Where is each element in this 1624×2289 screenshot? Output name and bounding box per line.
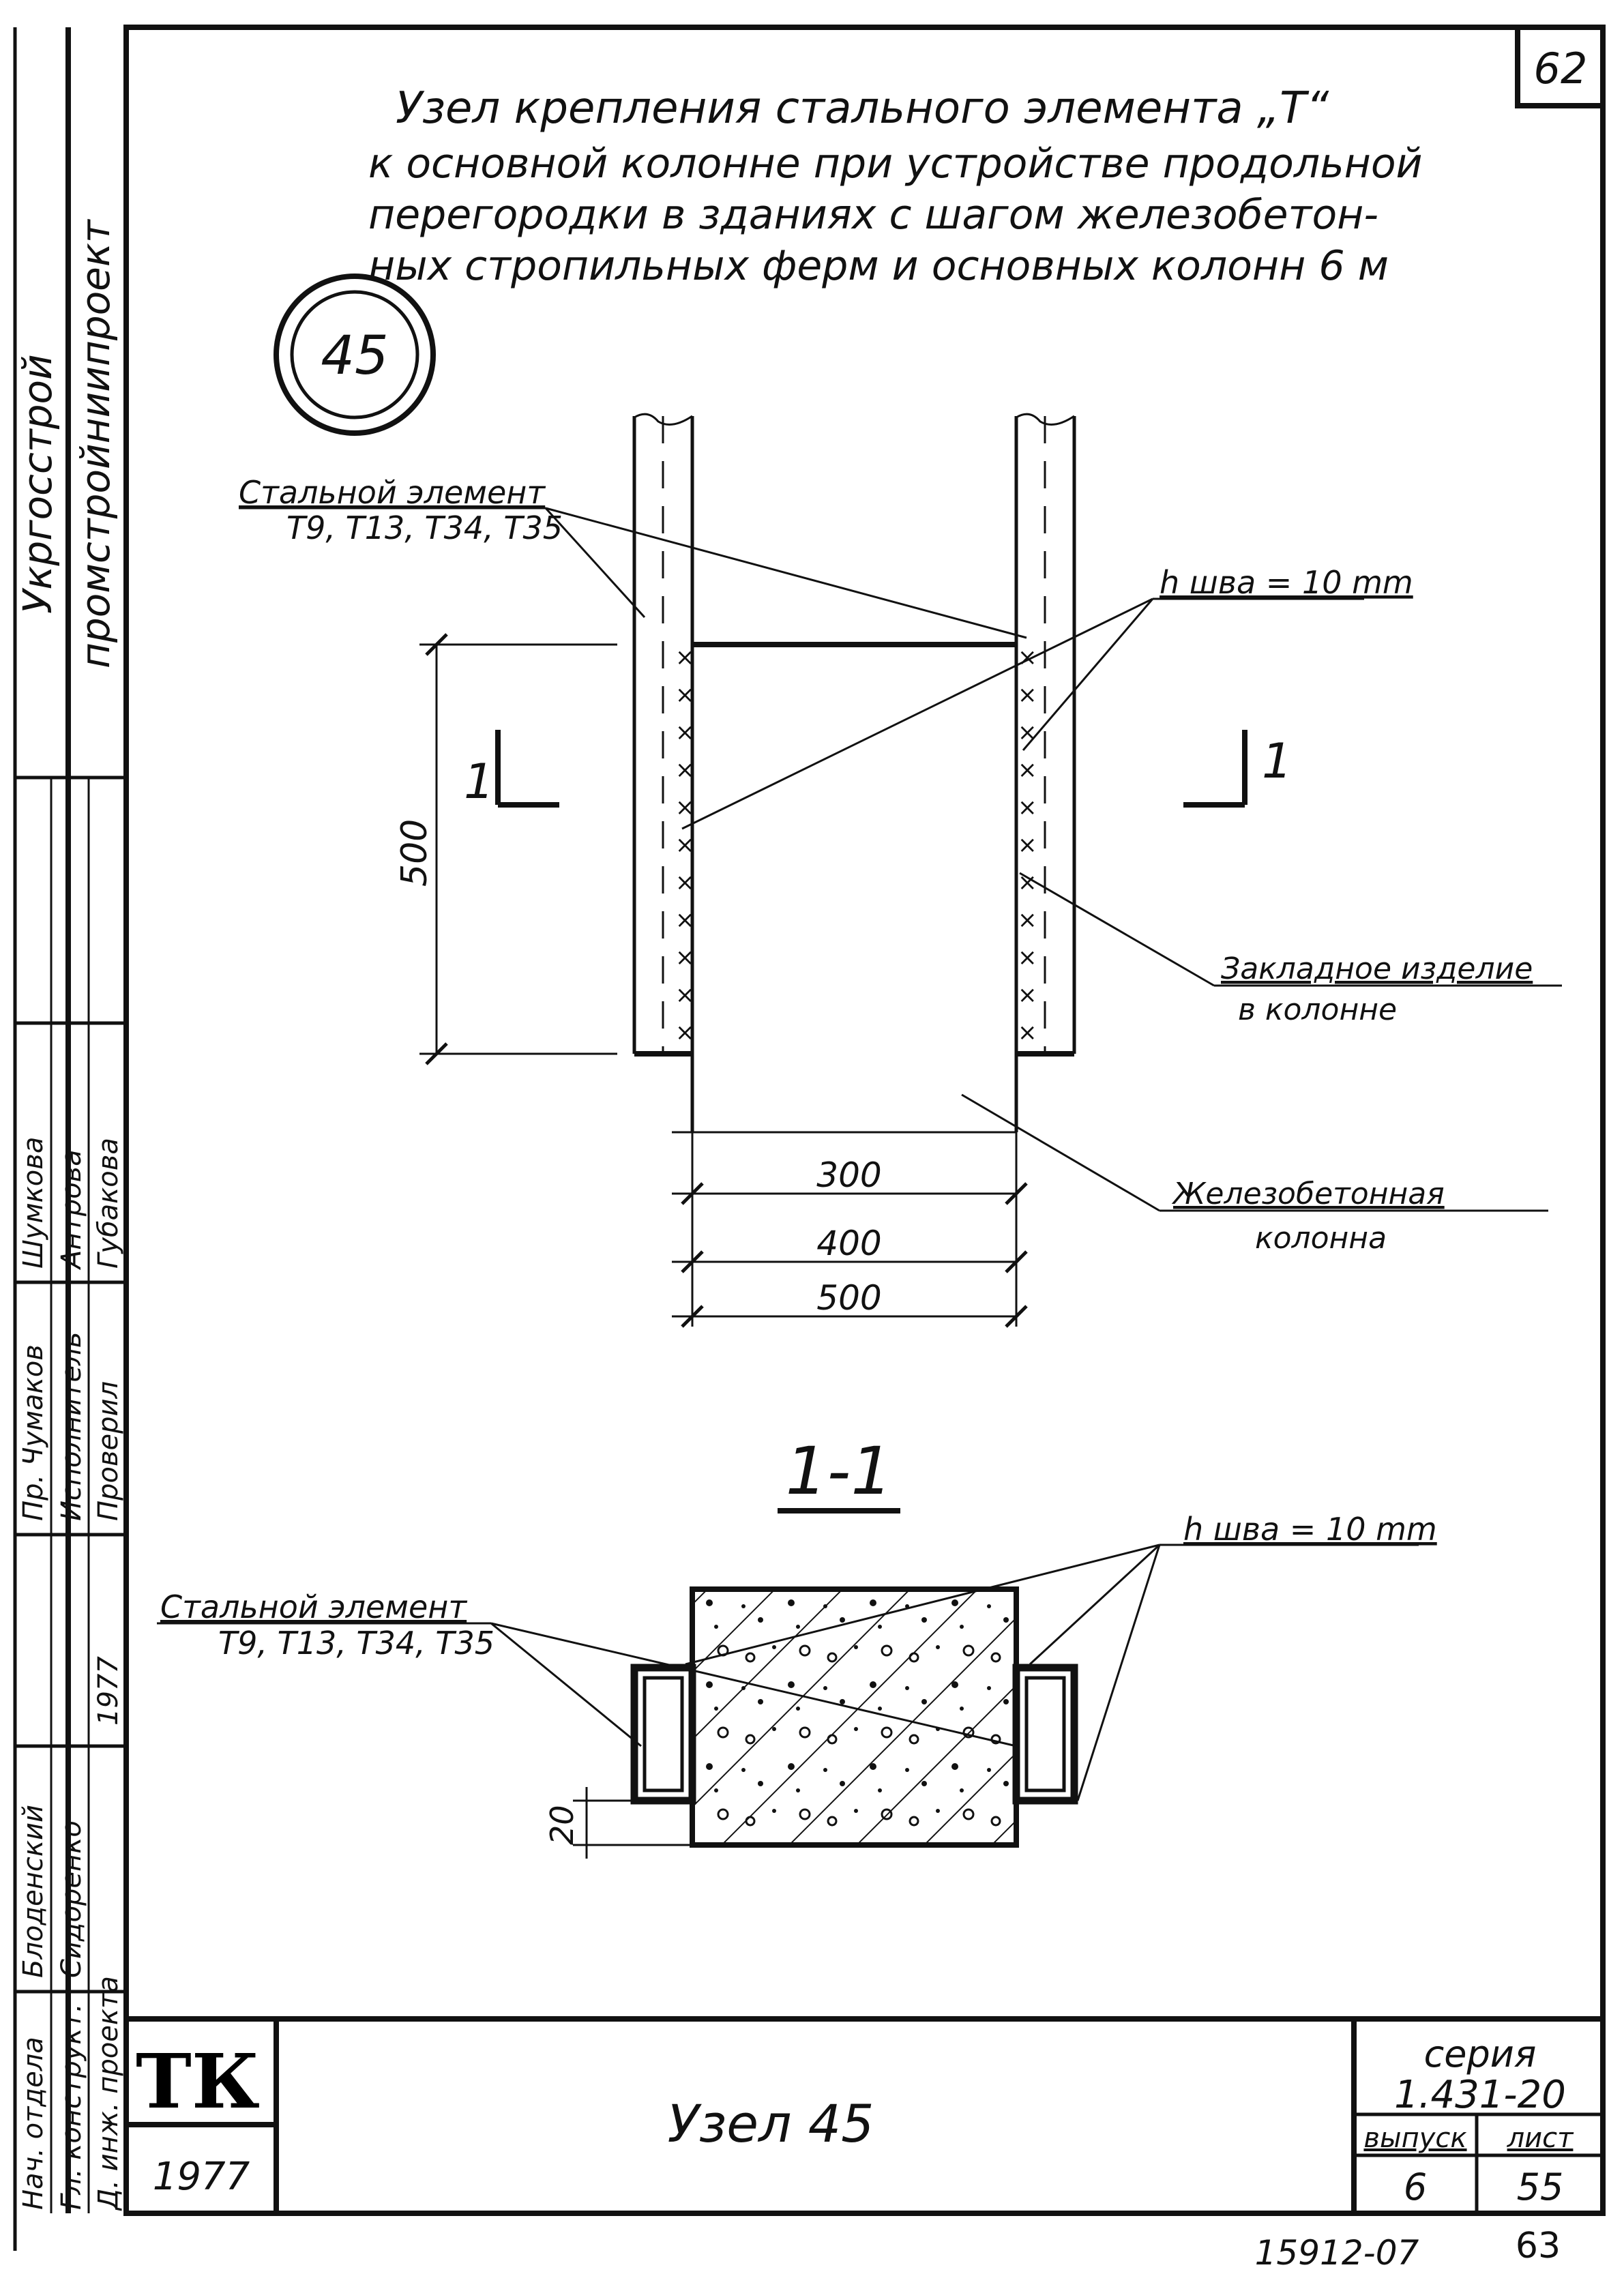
outer-frame bbox=[123, 25, 1606, 2216]
section-marker-right-label: 1 bbox=[1262, 733, 1293, 789]
svg-text:×: × bbox=[675, 794, 695, 821]
title-block-logo: ТК bbox=[136, 2037, 260, 2125]
stamp-extra-3: Проверил bbox=[93, 1381, 124, 1521]
label-weld-section: h шва = 10 mm bbox=[1183, 1511, 1437, 1548]
label-steel-element-bottom-codes: Т9, Т13, Т34, Т35 bbox=[218, 1625, 494, 1662]
svg-text:×: × bbox=[675, 719, 695, 746]
sheet-value: 55 bbox=[1517, 2166, 1564, 2209]
label-steel-element-top-codes: Т9, Т13, Т34, Т35 bbox=[286, 510, 563, 546]
svg-text:×: × bbox=[1018, 681, 1037, 709]
dimension-vertical-500: 500 bbox=[394, 633, 617, 1065]
title-line-2: к основной колонне при устройстве продол… bbox=[368, 140, 1423, 188]
stamp-name-6: 1977 bbox=[93, 1656, 124, 1726]
section-marker-left-label: 1 bbox=[464, 754, 494, 810]
section-steel-left bbox=[630, 1664, 696, 1805]
title-block-year: 1977 bbox=[153, 2155, 250, 2199]
stamp-name-2: Сидоренко bbox=[56, 1820, 87, 1978]
svg-text:×: × bbox=[1018, 756, 1037, 784]
stamp-extra-2: Исполнитель bbox=[56, 1332, 87, 1521]
svg-text:×: × bbox=[675, 981, 695, 1009]
label-steel-element-bottom: Стальной элемент bbox=[160, 1589, 467, 1625]
stamp-role-3: Д. инж. проекта bbox=[93, 1976, 124, 2211]
page-number: 63 bbox=[1516, 2226, 1561, 2266]
label-embedded-part-1: Закладное изделие bbox=[1221, 951, 1533, 986]
weld-marks-right: ××× ××× ××× ×× bbox=[1018, 644, 1037, 1046]
svg-text:×: × bbox=[1018, 719, 1037, 746]
label-steel-element-top: Стальной элемент bbox=[239, 474, 546, 511]
svg-text:×: × bbox=[1018, 906, 1037, 934]
org-name-line-1: Укргосстрой bbox=[14, 354, 61, 614]
weld-marks-left: × × × × × × × × × × × bbox=[675, 644, 695, 1046]
leader-weld-section: h шва = 10 mm bbox=[685, 1511, 1437, 1801]
dimension-20-value: 20 bbox=[544, 1805, 580, 1845]
title-block: ТК 1977 Узел 45 серия 1.431-20 выпуск ли… bbox=[126, 2016, 1603, 2213]
stamp-name-4: Антрова bbox=[56, 1149, 87, 1271]
svg-text:×: × bbox=[1018, 1019, 1037, 1046]
elevation-view: × × × × × × × × × × × × × × × × × × × × × × 500 1 bbox=[239, 413, 1562, 1328]
node-circle-marker: 45 bbox=[274, 274, 436, 436]
svg-text:×: × bbox=[675, 831, 695, 859]
dim-400: 400 bbox=[816, 1224, 881, 1263]
title-block-name: Узел 45 bbox=[668, 2093, 874, 2154]
sheet-label: лист bbox=[1507, 2123, 1575, 2154]
side-stamp: Нач. отдела Гл. конструкт. Д. инж. проек… bbox=[15, 776, 126, 2213]
leader-steel-element-top: Стальной элемент Т9, Т13, Т34, Т35 bbox=[239, 474, 1027, 639]
stamp-role-1: Нач. отдела bbox=[18, 2037, 49, 2210]
stamp-role-2: Гл. конструкт. bbox=[56, 2003, 87, 2210]
drawing-title: Узел крепления стального элемента „Т“ к … bbox=[368, 83, 1423, 290]
label-weld-top: h шва = 10 mm bbox=[1160, 564, 1413, 601]
stamp-name-1: Блоденский bbox=[18, 1805, 49, 1978]
svg-text:×: × bbox=[675, 944, 695, 971]
svg-text:×: × bbox=[1018, 794, 1037, 821]
title-line-1: Узел крепления стального элемента „Т“ bbox=[396, 83, 1329, 134]
issue-value: 6 bbox=[1404, 2166, 1427, 2209]
svg-text:×: × bbox=[675, 681, 695, 709]
svg-text:×: × bbox=[675, 906, 695, 934]
leader-embedded-part: Закладное изделие в колонне bbox=[1019, 872, 1562, 1027]
node-circle-label: 45 bbox=[321, 325, 388, 387]
svg-text:×: × bbox=[675, 756, 695, 784]
label-rc-column-2: колонна bbox=[1255, 1221, 1387, 1256]
stamp-name-3: Шумкова bbox=[18, 1137, 49, 1269]
series-label: серия bbox=[1424, 2033, 1537, 2076]
title-line-3: перегородки в зданиях с шагом железобето… bbox=[368, 191, 1378, 239]
label-rc-column-1: Железобетонная bbox=[1171, 1177, 1445, 1211]
inventory-code: 15912-07 bbox=[1255, 2233, 1419, 2273]
dimension-vertical-value: 500 bbox=[394, 819, 435, 887]
svg-text:×: × bbox=[675, 869, 695, 896]
issue-label: выпуск bbox=[1363, 2123, 1466, 2154]
svg-text:×: × bbox=[1018, 981, 1037, 1009]
section-marker-left: 1 bbox=[464, 730, 559, 810]
dimension-20: 20 bbox=[544, 1787, 692, 1859]
stamp-extra-1: Пр. Чумаков bbox=[18, 1344, 49, 1521]
svg-text:×: × bbox=[675, 1019, 695, 1046]
svg-text:×: × bbox=[1018, 831, 1037, 859]
svg-text:×: × bbox=[675, 644, 695, 671]
svg-text:×: × bbox=[1018, 944, 1037, 971]
stamp-name-5: Губакова bbox=[93, 1138, 124, 1269]
dim-300: 300 bbox=[816, 1155, 881, 1195]
section-1-1: 1-1 20 h шва = 10 mm bbox=[157, 1433, 1437, 1859]
sheet-number-box bbox=[1515, 25, 1606, 108]
section-marker-right: 1 bbox=[1183, 730, 1293, 808]
section-steel-right bbox=[1012, 1664, 1078, 1805]
label-embedded-part-2: в колонне bbox=[1238, 992, 1397, 1027]
series-value: 1.431-20 bbox=[1394, 2073, 1566, 2117]
org-name: Укргосстрой промстройниипроект bbox=[14, 218, 119, 668]
dim-500: 500 bbox=[816, 1278, 881, 1318]
dimension-horizontal: 300 400 500 bbox=[672, 1125, 1028, 1328]
leader-rc-column: Железобетонная колонна bbox=[961, 1093, 1548, 1256]
org-name-line-2: промстройниипроект bbox=[72, 218, 119, 668]
rc-column bbox=[690, 642, 1018, 1132]
section-title: 1-1 bbox=[786, 1433, 893, 1509]
leader-weld-top: h шва = 10 mm bbox=[681, 564, 1413, 830]
title-line-4: ных стропильных ферм и основных колонн 6… bbox=[368, 242, 1389, 290]
sheet-number: 62 bbox=[1534, 44, 1588, 93]
leader-steel-element-bottom: Стальной элемент Т9, Т13, Т34, Т35 bbox=[157, 1589, 1017, 1747]
